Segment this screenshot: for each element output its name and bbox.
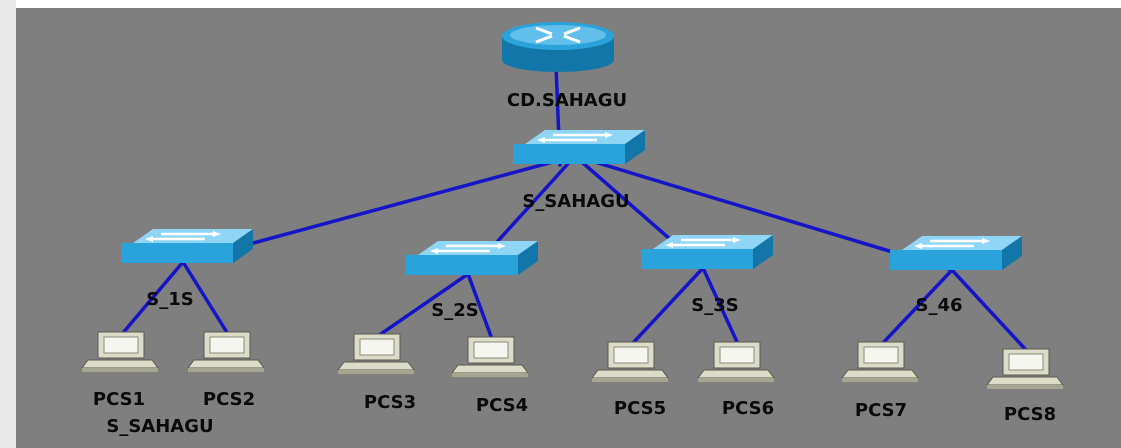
switch-icon[interactable] xyxy=(121,229,253,263)
devices-layer xyxy=(81,22,1064,389)
logical-workspace[interactable] xyxy=(16,8,1121,448)
pc-label-pc4: PCS4 xyxy=(476,395,528,416)
link-s4-pc7[interactable] xyxy=(880,268,954,346)
link-s3-pc6[interactable] xyxy=(701,266,740,346)
switch-icon[interactable] xyxy=(641,235,773,269)
link-s2-pc4[interactable] xyxy=(466,272,494,341)
switch-label-s2: S_2S xyxy=(431,300,478,321)
pc-icon[interactable] xyxy=(986,348,1064,389)
footer-label: S_SAHAGU xyxy=(106,416,213,437)
pc-icon[interactable] xyxy=(337,333,415,374)
switch-icon[interactable] xyxy=(513,130,645,164)
workspace-left-border xyxy=(0,0,16,448)
pc-icon[interactable] xyxy=(81,331,159,372)
link-s4-pc8[interactable] xyxy=(950,268,1029,353)
pc-icon[interactable] xyxy=(697,341,775,382)
switch-label-s4: S_46 xyxy=(915,295,962,316)
switch-label-s1: S_1S xyxy=(146,289,193,310)
pc-label-pc3: PCS3 xyxy=(364,392,416,413)
switch-icon[interactable] xyxy=(890,236,1022,270)
switch-icon[interactable] xyxy=(406,241,538,275)
pc-icon[interactable] xyxy=(591,341,669,382)
pc-label-pc1: PCS1 xyxy=(93,389,145,410)
pc-icon[interactable] xyxy=(841,341,919,382)
pc-icon[interactable] xyxy=(187,331,265,372)
router-label: CD.SAHAGU xyxy=(507,90,627,111)
links-layer xyxy=(120,64,1029,353)
pc-label-pc7: PCS7 xyxy=(855,400,907,421)
router-icon[interactable] xyxy=(502,22,614,72)
link-s1-pc2[interactable] xyxy=(181,260,230,336)
link-s3-pc5[interactable] xyxy=(630,266,705,346)
pc-label-pc6: PCS6 xyxy=(722,398,774,419)
pc-label-pc5: PCS5 xyxy=(614,398,666,419)
link-s1-pc1[interactable] xyxy=(120,260,185,336)
link-s2-pc3[interactable] xyxy=(376,272,470,338)
switch-label-s3: S_3S xyxy=(691,295,738,316)
switch-label-core: S_SAHAGU xyxy=(522,191,629,212)
pc-label-pc8: PCS8 xyxy=(1004,404,1056,425)
pc-label-pc2: PCS2 xyxy=(203,389,255,410)
link-core-s4[interactable] xyxy=(573,154,954,272)
pc-icon[interactable] xyxy=(451,336,529,377)
